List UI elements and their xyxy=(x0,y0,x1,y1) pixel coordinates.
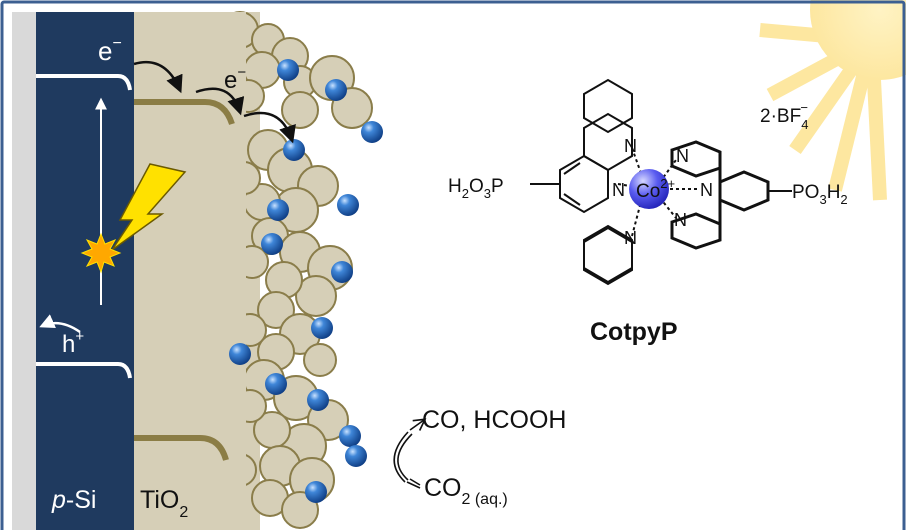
nitrogen-top-left: N xyxy=(624,136,637,156)
molecule-labels: Co2+ N N N N N N H2O3P PO3H2 2·BF4− Cotp… xyxy=(448,100,848,346)
reaction-arrow xyxy=(393,418,427,489)
tio2-layer xyxy=(134,11,373,530)
metal-label: Co2+ xyxy=(636,176,675,202)
left-phosphonate-label: H2O3P xyxy=(448,176,504,201)
catalyst-ball-icon xyxy=(305,481,327,503)
electron-label-si: e− xyxy=(98,35,122,66)
right-central-ring xyxy=(718,170,770,212)
tio2-particle xyxy=(257,291,295,329)
energy-labels: e− h+ p-Si xyxy=(51,35,122,514)
catalyst-ball-icon xyxy=(229,343,251,365)
catalyst-ball-icon xyxy=(283,139,305,161)
catalyst-ball-icon xyxy=(261,233,283,255)
reactant-label: CO2 (aq.) xyxy=(424,474,508,508)
catalyst-ball-icon xyxy=(361,121,383,143)
tio2-label: TiO2 xyxy=(140,486,188,521)
counterion-label: 2·BF4− xyxy=(760,100,808,132)
catalyst-ball-icon xyxy=(307,389,329,411)
catalyst-ball-icon xyxy=(339,425,361,447)
nitrogen-bottom-left: N xyxy=(624,228,637,248)
absorption-star-icon xyxy=(80,232,122,274)
molecule-name: CotpyP xyxy=(590,318,678,346)
sun-icon xyxy=(759,0,906,201)
cobalt-center-icon xyxy=(629,169,669,209)
tio2-particle xyxy=(303,343,337,377)
nitrogen-top-right: N xyxy=(676,146,689,166)
hole-arrow xyxy=(39,314,81,334)
products-label: CO, HCOOH xyxy=(422,406,566,434)
left-central-ring xyxy=(559,154,609,214)
electron-label-tio2: e− xyxy=(224,64,246,94)
tio2-particle xyxy=(281,491,319,529)
hole-label: h+ xyxy=(62,328,84,358)
silicon-bands xyxy=(36,74,132,379)
silicon-block xyxy=(36,12,134,530)
catalyst-ball-icon xyxy=(325,79,347,101)
catalyst-ball-icon xyxy=(267,199,289,221)
nitrogen-center-right: N xyxy=(700,180,713,200)
left-top-ring xyxy=(583,112,633,172)
nitrogen-center-left: N xyxy=(612,180,625,200)
nitrogen-bottom-right: N xyxy=(674,210,687,230)
catalyst-molecules xyxy=(229,59,383,503)
catalyst-ball-icon xyxy=(345,445,367,467)
catalyst-ball-icon xyxy=(311,317,333,339)
reaction-labels: CO, HCOOH CO2 (aq.) xyxy=(422,406,566,508)
catalyst-ball-icon xyxy=(331,261,353,283)
lightning-bolt-icon xyxy=(111,163,187,251)
silicon-label: p-Si xyxy=(51,486,96,514)
back-contact xyxy=(12,12,36,530)
catalyst-ball-icon xyxy=(277,59,299,81)
catalyst-ball-icon xyxy=(337,194,359,216)
tio2-particle xyxy=(295,275,337,317)
right-phosphonate-label: PO3H2 xyxy=(792,182,848,207)
tio2-particle xyxy=(281,91,319,129)
catalyst-ball-icon xyxy=(265,373,287,395)
electron-transfer-arrows xyxy=(133,60,296,144)
tio2-bands xyxy=(134,99,235,461)
